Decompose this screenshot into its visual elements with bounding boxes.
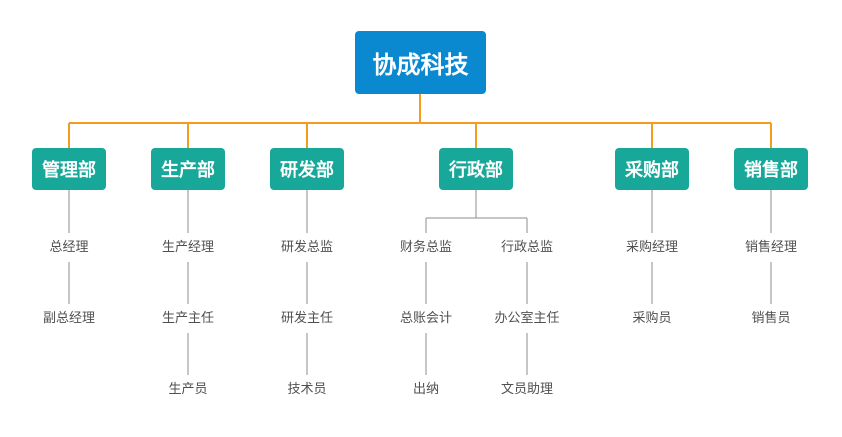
- role-label: 采购员: [632, 311, 672, 326]
- dept-node-sales: 销售部: [734, 148, 808, 190]
- dept-node-rnd: 研发部: [270, 148, 344, 190]
- role-label: 财务总监: [399, 240, 452, 255]
- company-root-node: 协成科技: [355, 31, 486, 94]
- role-label: 研发主任: [280, 311, 333, 326]
- role-label: 技术员: [287, 382, 327, 397]
- role-label: 采购经理: [625, 240, 678, 255]
- role-label: 文员助理: [500, 382, 553, 397]
- dept-label: 研发部: [280, 160, 334, 181]
- role-label: 办公室主任: [494, 311, 560, 326]
- role-label: 销售员: [751, 311, 791, 326]
- role-label: 销售经理: [744, 240, 797, 255]
- role-label: 生产经理: [161, 240, 214, 255]
- dept-label: 管理部: [42, 160, 96, 181]
- dept-label: 行政部: [449, 160, 503, 181]
- role-label: 总账会计: [399, 311, 452, 326]
- role-label: 行政总监: [500, 240, 553, 255]
- dept-node-purchasing: 采购部: [615, 148, 689, 190]
- role-label: 生产员: [168, 382, 208, 397]
- dept-label: 采购部: [625, 160, 679, 181]
- company-name: 协成科技: [372, 51, 469, 79]
- dept-label: 销售部: [744, 160, 798, 181]
- role-label: 副总经理: [42, 311, 95, 326]
- role-label: 研发总监: [280, 240, 333, 255]
- role-label: 生产主任: [161, 311, 214, 326]
- dept-node-production: 生产部: [151, 148, 225, 190]
- dept-node-management: 管理部: [32, 148, 106, 190]
- role-label: 总经理: [49, 240, 89, 255]
- dept-label: 生产部: [161, 160, 215, 181]
- dept-node-admin: 行政部: [439, 148, 513, 190]
- role-label: 出纳: [412, 382, 439, 397]
